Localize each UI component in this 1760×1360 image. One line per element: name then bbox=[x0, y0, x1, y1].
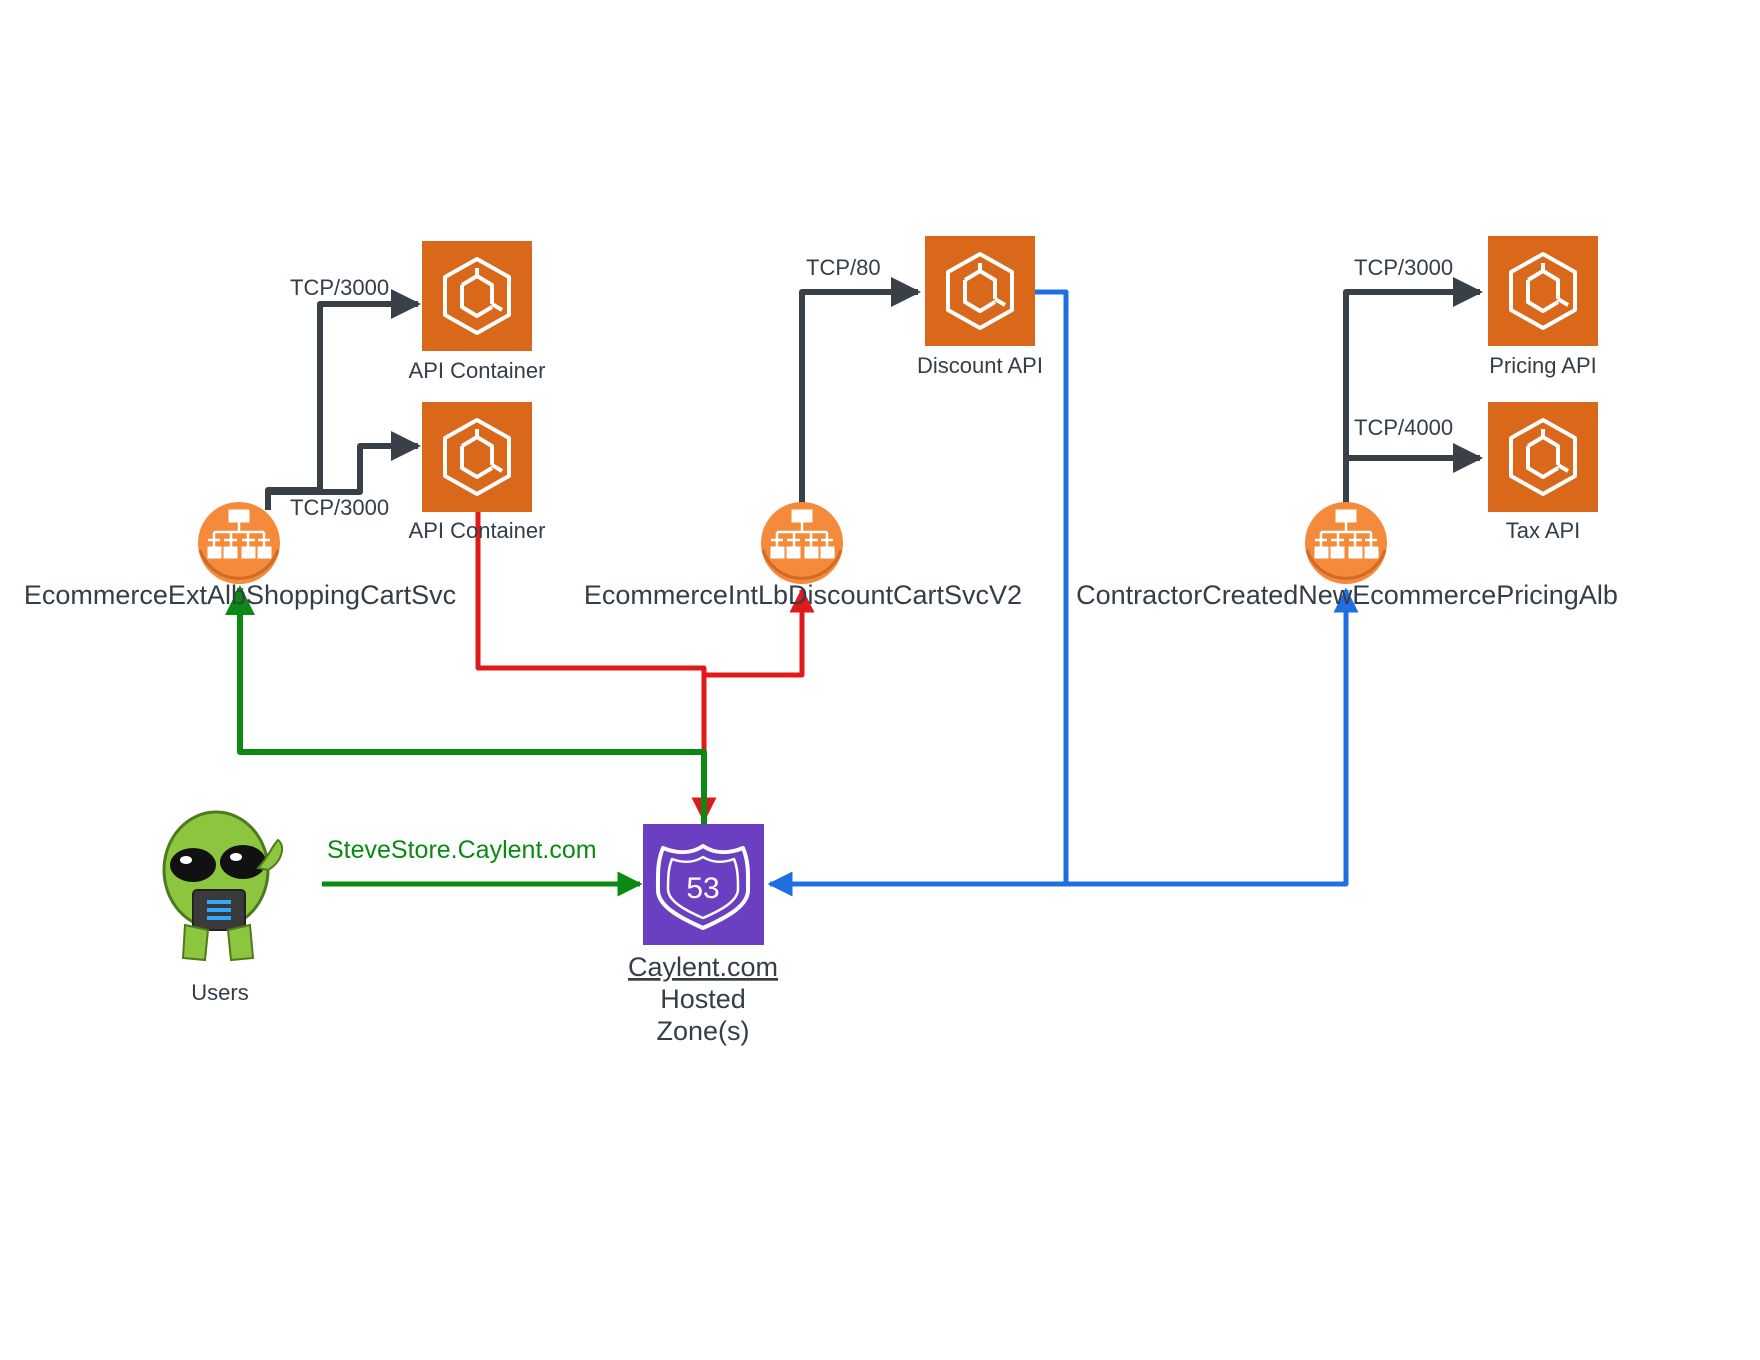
load-balancer-label: EcommerceExtAlbShoppingCartSvc bbox=[24, 580, 456, 610]
route53-badge-number: 53 bbox=[686, 872, 719, 905]
ecs-container-icon bbox=[420, 239, 534, 353]
arrow-lb2-to-discount-api bbox=[799, 277, 921, 505]
port-label: TCP/4000 bbox=[1354, 415, 1453, 440]
ecs-container-icon bbox=[923, 234, 1037, 348]
load-balancer-icon bbox=[1303, 500, 1389, 586]
arrow-discount-to-route53 bbox=[767, 289, 1069, 897]
arrow-lb1-to-api-container-1 bbox=[265, 289, 421, 510]
arrow-lb1-to-api-container-2 bbox=[265, 431, 421, 505]
load-balancer-label: ContractorCreatedNewEcommercePricingAlb bbox=[1076, 580, 1618, 610]
ecs-container-icon bbox=[1486, 400, 1600, 514]
container-label: Pricing API bbox=[1489, 353, 1597, 378]
route53-icon: 53 bbox=[643, 824, 764, 945]
hosted-zone-label: Zone(s) bbox=[656, 1016, 749, 1046]
container-label: Discount API bbox=[917, 353, 1043, 378]
container-label: API Container bbox=[409, 358, 546, 383]
port-label: TCP/3000 bbox=[290, 275, 389, 300]
load-balancer-icon bbox=[759, 500, 845, 586]
port-label: TCP/3000 bbox=[1354, 255, 1453, 280]
arrow-lb3-to-pricing-api bbox=[1343, 277, 1483, 505]
hosted-zone-label: Hosted bbox=[660, 984, 746, 1014]
port-label: TCP/80 bbox=[806, 255, 881, 280]
arrow-route53-to-lb2 bbox=[701, 587, 815, 700]
arrow-container-to-route53 bbox=[475, 512, 717, 823]
load-balancer-icon bbox=[196, 500, 282, 586]
container-label: Tax API bbox=[1506, 518, 1581, 543]
users-alien-icon bbox=[162, 810, 284, 962]
arrow-route53-to-lb1 bbox=[225, 585, 707, 826]
dns-name-label: SteveStore.Caylent.com bbox=[327, 836, 597, 864]
port-label: TCP/3000 bbox=[290, 495, 389, 520]
hosted-zone-link[interactable]: Caylent.com bbox=[628, 952, 778, 982]
arrow-route53-to-lb3 bbox=[1066, 587, 1359, 887]
container-label: API Container bbox=[409, 518, 546, 543]
ecs-container-icon bbox=[420, 400, 534, 514]
users-label: Users bbox=[191, 980, 248, 1005]
ecs-container-icon bbox=[1486, 234, 1600, 348]
load-balancer-label: EcommerceIntLbDiscountCartSvcV2 bbox=[584, 580, 1022, 610]
